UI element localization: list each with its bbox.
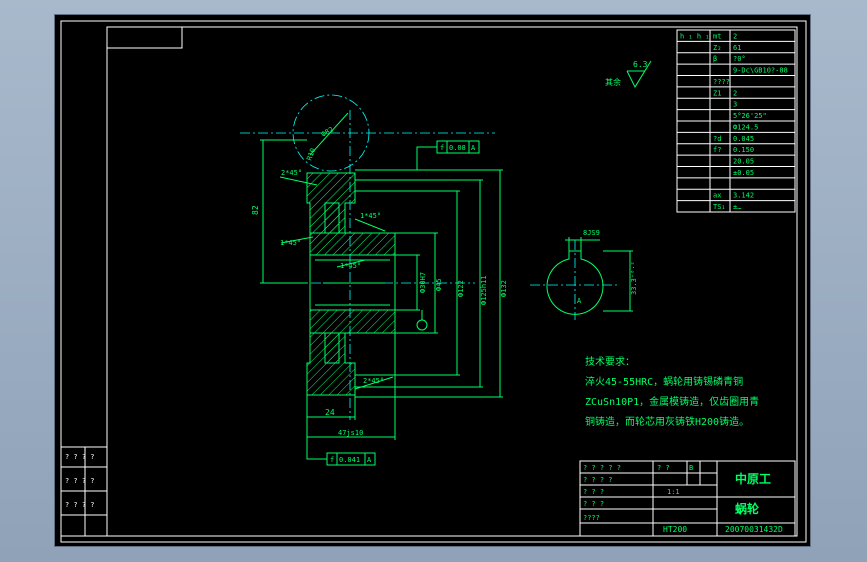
width-47-label: 47js10 [338, 429, 363, 437]
chamfer-callouts: 2*45° 1*45° 1*45° 1*45° 2*45° [279, 169, 394, 390]
tolerance-frame-bottom: f 0.041 A [306, 440, 376, 466]
chamfer-hub-top: 1*45° [360, 212, 381, 220]
tech-heading: 技术要求： [585, 355, 635, 368]
tol-top-val: 0.08 [449, 144, 466, 152]
tb-row-b: ? ? ? ? [583, 476, 613, 484]
param-symbol: ax [713, 192, 721, 200]
tol-top-datum: A [471, 144, 476, 152]
param-symbol: TS₁ [713, 203, 726, 211]
param-symbol: ???? [713, 78, 730, 86]
param-value: ±… [733, 203, 741, 211]
tech-line-2: ZCuSn10P1，金属模铸造，仅齿圈用青 [585, 395, 759, 408]
tol-top-sym: f [440, 144, 444, 152]
dia122-label: Ф122 [457, 280, 465, 297]
param-value: 0.150 [733, 146, 754, 154]
tech-line-1: 淬火45-55HRC，蜗轮用铸锡磷青铜 [585, 375, 743, 388]
dia125-label: Ф125h11 [480, 275, 488, 305]
param-value: 0.045 [733, 135, 754, 143]
finish-value: 6.3 [633, 60, 648, 69]
param-symbol: mt [713, 32, 721, 40]
param-symbol: Z₂ [713, 44, 721, 52]
tb-row-a: ? ? ? ? ? [583, 464, 621, 472]
tb-school: 中原工 [735, 471, 771, 486]
param-label: h ₁ h ₁ [680, 32, 710, 40]
width-24-label: 24 [325, 408, 335, 417]
param-symbol: Z1 [713, 89, 721, 97]
keyway-section: 8JS9 33.3⁺⁰·² A [530, 229, 638, 320]
param-value: ?0° [733, 55, 746, 63]
param-value: ±0.05 [733, 169, 754, 177]
sheet-inner-border [106, 26, 798, 537]
tol-bot-datum: A [367, 456, 372, 464]
keyway-width-label: 8JS9 [583, 229, 600, 237]
wheel-section [306, 172, 396, 396]
diameter-dimensions: Ф30H7 Ф45 Ф122 Ф125h11 Ф132 [355, 169, 508, 398]
bore-tol-label: Ф30H7 [419, 272, 427, 293]
param-value: 2 [733, 89, 737, 97]
tb-drawing-no: 20070031432D [725, 525, 783, 534]
param-value: 61 [733, 44, 741, 52]
param-value: 5°26'25" [733, 112, 767, 120]
worm-dia-label: Ф82 [320, 125, 335, 138]
worm-radius-label: R10 [305, 147, 317, 162]
stamp-row-2: ? ? ? ? [65, 477, 95, 485]
param-value: 3 [733, 101, 737, 109]
datum-a-marker [416, 310, 428, 331]
height-dimension: 82 [251, 139, 307, 284]
tb-scale: 1:1 [667, 488, 680, 496]
surface-finish-symbol: 其余 6.3 [605, 60, 652, 89]
tech-line-3: 铜铸造，而轮芯用灰铸铁H200铸造。 [585, 415, 749, 428]
chamfer-bore: 1*45° [340, 262, 361, 270]
dia132-label: Ф132 [500, 280, 508, 297]
width-dimensions: 24 47js10 [306, 333, 396, 440]
stamp-row-1: ? ? ? ? [65, 453, 95, 461]
worm-pitch-circle: Ф82 R10 [292, 94, 370, 172]
dia45-label: Ф45 [435, 278, 443, 291]
height-82-label: 82 [251, 205, 260, 215]
finish-label: 其余 [605, 77, 621, 87]
param-symbol: β [713, 55, 717, 63]
keyway-depth-label: 33.3⁺⁰·² [630, 261, 638, 295]
left-stamp-box: ? ? ? ? ? ? ? ? ? ? ? ? [60, 446, 108, 537]
tb-row-c: ? ? ? [583, 488, 604, 496]
corner-label-box [106, 26, 183, 49]
chamfer-mid-left: 1*45° [280, 239, 301, 247]
param-value: 2 [733, 32, 737, 40]
param-value: 9-Dc\GB10?-88 [733, 67, 788, 75]
param-symbol: ?d [713, 135, 721, 143]
param-symbol: f? [713, 146, 721, 154]
sheet-outer-border [60, 20, 807, 543]
tol-bot-sym: f [330, 456, 334, 464]
param-value: Ф124.5 [733, 123, 758, 131]
chamfer-top-left: 2*45° [281, 169, 302, 177]
technical-requirements: 技术要求： 淬火45-55HRC，蜗轮用铸锡磷青铜 ZCuSn10P1，金属模铸… [585, 355, 759, 428]
param-value: 3.142 [733, 192, 754, 200]
tb-b-mark: B [689, 464, 693, 472]
param-value: 20.05 [733, 158, 754, 166]
chamfer-bottom: 2*45° [363, 377, 384, 385]
tb-cells-1: ? ? [657, 464, 670, 472]
tol-bot-val: 0.041 [339, 456, 360, 464]
tb-part-name: 蜗轮 [735, 501, 760, 516]
tolerance-frame-top: f 0.08 A [416, 140, 480, 170]
title-block: ? ? ? ? ? ? ? ? ? ? ? ? ? ? ? ???? ? ? B… [579, 460, 796, 537]
stamp-row-3: ? ? ? ? [65, 501, 95, 509]
tb-row-e: ? ? ? [583, 500, 604, 508]
keyway-datum-label: A [577, 297, 582, 305]
tb-material: HT200 [663, 525, 687, 534]
tb-row-d: ???? [583, 514, 600, 522]
